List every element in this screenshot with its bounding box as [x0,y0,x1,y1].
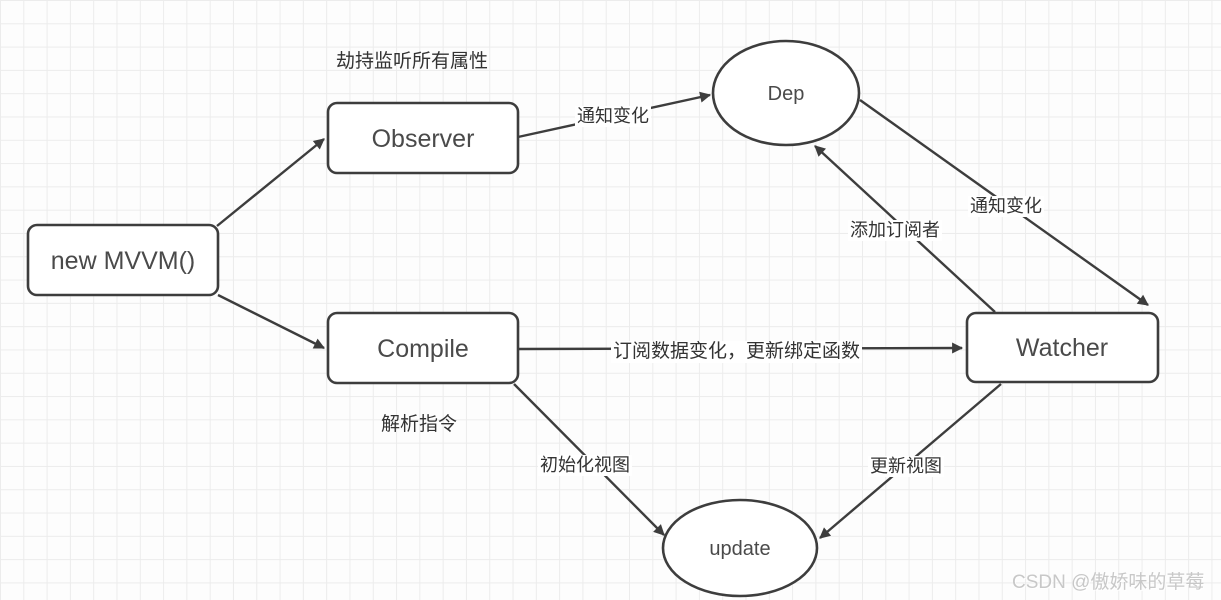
node-update: update [661,498,819,598]
node-watcher-label: Watcher [1016,334,1108,362]
annotation-notify-change-right: 通知变化 [968,196,1044,217]
node-update-label: update [709,538,770,560]
annotation-add-subscriber: 添加订阅者 [848,220,942,241]
node-watcher: Watcher [965,311,1160,384]
node-compile-box [326,311,520,385]
annotation-hijack-listen: 劫持监听所有属性 [336,51,489,72]
edge-newmvvm-to-compile [217,293,325,350]
annotation-init-view: 初始化视图 [538,455,632,476]
node-compile-label: Compile [377,335,469,363]
nodes: new MVVM() Observer Compile Watcher Dep [26,39,1160,598]
edge-newmvvm-to-observer [216,138,325,227]
node-compile: Compile [326,311,520,385]
node-observer-label: Observer [372,125,475,153]
node-watcher-box [965,311,1160,384]
annotation-subscribe-update-binding: 订阅数据变化，更新绑定函数 [611,341,863,363]
node-dep-label: Dep [768,83,805,105]
annotation-parse-directives: 解析指令 [381,414,458,435]
node-new-mvvm-box [26,223,220,297]
node-dep: Dep [711,39,861,147]
csdn-watermark: CSDN @傲娇味的草莓 [1012,572,1205,593]
node-update-ellipse [661,498,819,598]
node-observer-box [326,101,520,175]
node-new-mvvm-label: new MVVM() [51,247,195,275]
annotation-notify-change-left: 通知变化 [575,106,651,127]
node-observer: Observer [326,101,520,175]
node-new-mvvm: new MVVM() [26,223,220,297]
node-dep-ellipse [711,39,861,147]
annotation-update-view: 更新视图 [868,456,944,477]
